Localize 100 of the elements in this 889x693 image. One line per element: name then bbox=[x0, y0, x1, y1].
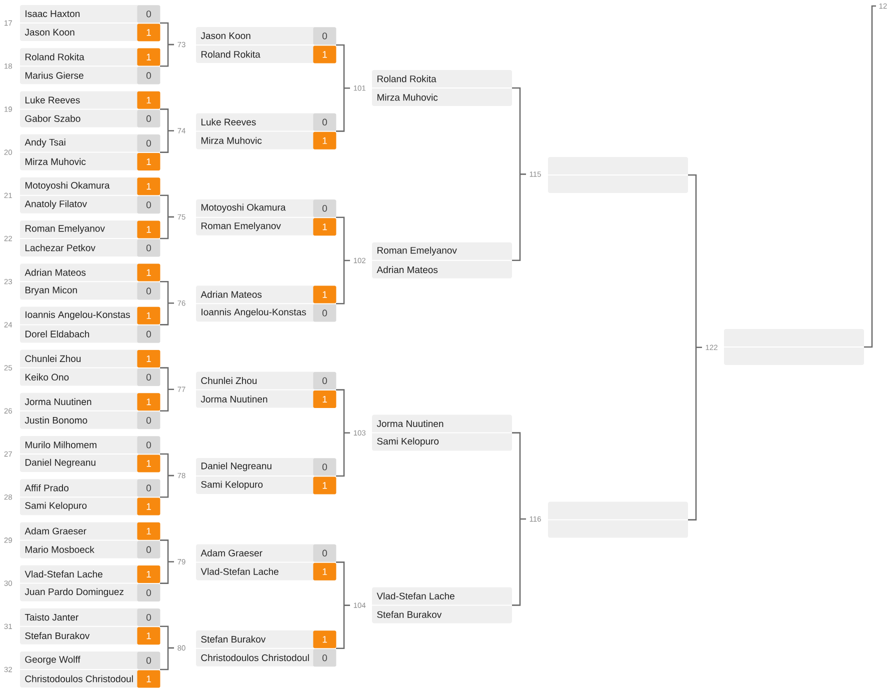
score-cell: 0 bbox=[313, 113, 336, 131]
bracket-line bbox=[335, 216, 351, 304]
score-cell: 1 bbox=[313, 218, 336, 236]
player-name: Stefan Burakov bbox=[201, 636, 266, 643]
bracket-line bbox=[159, 22, 175, 67]
player-name: Christodoulos Christodoul bbox=[201, 654, 309, 662]
player-name: Christodoulos Christodoul bbox=[25, 675, 133, 682]
player-name: Jorma Nuutinen bbox=[376, 420, 444, 428]
score-cell: 1 bbox=[137, 306, 160, 324]
score-cell: 0 bbox=[313, 372, 336, 390]
score-cell: 1 bbox=[137, 454, 160, 472]
score-cell: 1 bbox=[313, 132, 336, 150]
player-name: Jason Koon bbox=[200, 32, 250, 40]
player-name: Bryan Micon bbox=[26, 286, 77, 296]
player-name: Roland Rokita bbox=[26, 53, 84, 60]
bracket-line bbox=[159, 453, 175, 498]
player-name: Motoyoshi Okamura bbox=[26, 182, 110, 191]
score-cell: 0 bbox=[137, 66, 160, 84]
player-name: Sami Kelopuro bbox=[201, 480, 263, 490]
score-cell: 0 bbox=[137, 479, 160, 497]
player-name: Gabor Szabo bbox=[25, 114, 80, 122]
score-cell: 0 bbox=[313, 27, 336, 45]
player-name: Luke Reeves bbox=[26, 96, 80, 104]
player-name: Vlad-Stefan Lache bbox=[376, 592, 454, 600]
player-name: Sami Kelopuro bbox=[25, 502, 87, 511]
score-cell: 1 bbox=[137, 393, 160, 411]
player-name: Chunlei Zhou bbox=[25, 355, 81, 362]
score-cell: 1 bbox=[137, 264, 160, 282]
player-name: Roland Rokita bbox=[202, 50, 260, 58]
score-cell: 1 bbox=[313, 390, 336, 408]
player-name: Sami Kelopuro bbox=[377, 438, 439, 446]
player-name: Andy Tsai bbox=[24, 138, 66, 148]
score-cell: 1 bbox=[313, 46, 336, 64]
player-name: Vlad-Stefan Lache bbox=[24, 570, 102, 578]
score-cell: 1 bbox=[313, 476, 336, 494]
score-cell: 1 bbox=[313, 630, 336, 648]
player-name: Motoyoshi Okamura bbox=[202, 204, 286, 213]
player-name: Lachezar Petkov bbox=[26, 244, 96, 252]
player-name: Adrian Mateos bbox=[376, 266, 438, 274]
score-cell: 0 bbox=[313, 649, 336, 667]
player-name: Chunlei Zhou bbox=[201, 377, 257, 384]
score-cell: 0 bbox=[137, 412, 160, 430]
score-cell: 0 bbox=[137, 325, 160, 343]
player-name: Keiko Ono bbox=[26, 374, 69, 381]
player-name: George Wolff bbox=[25, 656, 80, 665]
bracket-line bbox=[335, 389, 351, 477]
player-name: Mirza Muhovic bbox=[26, 158, 86, 166]
score-cell: 0 bbox=[137, 584, 160, 602]
player-name: Adrian Mateos bbox=[24, 268, 86, 276]
player-name: Vlad-Stefan Lache bbox=[200, 568, 278, 575]
player-name: Roman Emelyanov bbox=[26, 224, 105, 234]
bracket-line bbox=[159, 626, 175, 670]
score-cell: 1 bbox=[137, 627, 160, 645]
score-cell: 1 bbox=[313, 562, 336, 580]
player-name: Roland Rokita bbox=[378, 75, 436, 82]
bracket-line bbox=[159, 280, 175, 326]
score-cell: 0 bbox=[137, 540, 160, 558]
score-cell: 0 bbox=[137, 134, 160, 152]
player-name: Affif Prado bbox=[24, 484, 68, 492]
bracket-line bbox=[864, 5, 876, 348]
player-name: Stefan Burakov bbox=[25, 632, 90, 640]
player-name: Adrian Mateos bbox=[200, 290, 262, 298]
bracket-line bbox=[687, 174, 703, 520]
score-cell: 0 bbox=[137, 368, 160, 386]
score-cell: 0 bbox=[137, 608, 160, 626]
player-name: Taisto Janter bbox=[24, 614, 78, 621]
bracket-line bbox=[335, 44, 351, 132]
score-cell: 1 bbox=[137, 670, 160, 688]
score-cell: 1 bbox=[137, 522, 160, 540]
score-cell: 0 bbox=[313, 304, 336, 322]
score-cell: 0 bbox=[313, 458, 336, 476]
score-cell: 1 bbox=[137, 153, 160, 170]
player-name: Isaac Haxton bbox=[26, 10, 80, 18]
bracket-line bbox=[159, 194, 175, 240]
bracket-line bbox=[511, 432, 527, 606]
player-name: Jorma Nuutinen bbox=[24, 398, 92, 406]
score-cell: 1 bbox=[137, 220, 160, 238]
score-cell: 1 bbox=[137, 350, 160, 368]
player-name: Juan Pardo Dominguez bbox=[24, 588, 124, 597]
score-cell: 0 bbox=[137, 436, 160, 454]
score-cell: 0 bbox=[137, 652, 160, 670]
player-name: Ioannis Angelou-Konstas bbox=[26, 311, 130, 320]
player-name: Stefan Burakov bbox=[377, 610, 442, 618]
player-name: Roman Emelyanov bbox=[378, 246, 457, 256]
player-name: Jason Koon bbox=[24, 28, 74, 36]
player-name: Dorel Eldabach bbox=[26, 330, 90, 338]
bracket-line bbox=[335, 562, 351, 650]
score-cell: 1 bbox=[137, 24, 160, 42]
player-name: Luke Reeves bbox=[202, 118, 256, 126]
player-name: Mario Mosboeck bbox=[26, 546, 94, 553]
score-cell: 1 bbox=[137, 91, 160, 109]
bracket-line bbox=[159, 108, 175, 153]
score-cell: 0 bbox=[137, 239, 160, 257]
player-name: Daniel Negreanu bbox=[202, 462, 272, 472]
player-name: Adam Graeser bbox=[200, 549, 262, 556]
score-cell: 1 bbox=[137, 178, 160, 196]
player-name: Ioannis Angelou-Konstas bbox=[202, 308, 306, 318]
player-name: Roman Emelyanov bbox=[202, 222, 281, 232]
score-cell: 0 bbox=[313, 544, 336, 562]
player-name: Daniel Negreanu bbox=[26, 458, 96, 468]
